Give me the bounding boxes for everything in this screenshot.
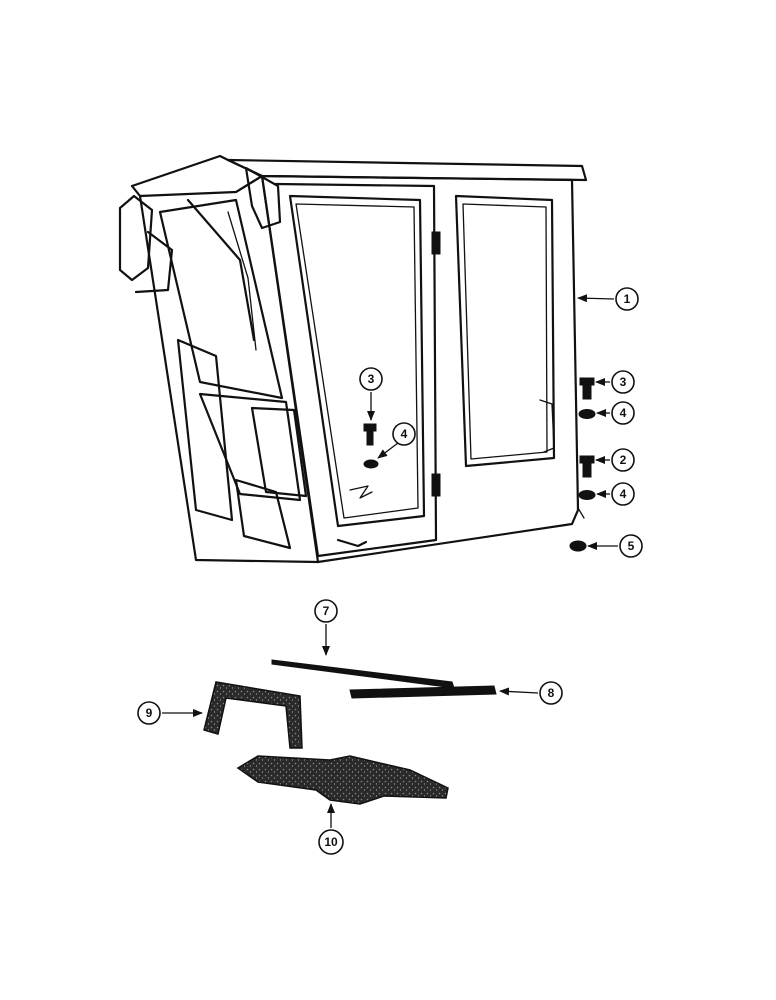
callout-2: 2 xyxy=(611,448,635,472)
bolt-lower xyxy=(579,455,595,478)
door-bolt xyxy=(363,423,377,446)
callout-8-label: 8 xyxy=(548,686,555,700)
callout-2-label: 2 xyxy=(620,453,627,467)
door-handle xyxy=(336,538,368,548)
callout-10: 10 xyxy=(318,829,344,855)
seal-strip-7 xyxy=(271,659,455,689)
seal-9 xyxy=(203,681,303,749)
callout-3-door-label: 3 xyxy=(368,372,375,386)
callout-4-upper-label: 4 xyxy=(620,406,627,420)
wiper-arm xyxy=(186,198,256,342)
callout-4-door: 4 xyxy=(392,422,416,446)
callout-3-side-label: 3 xyxy=(620,375,627,389)
callout-5: 5 xyxy=(619,534,643,558)
seal-strip-8 xyxy=(349,685,497,699)
washer-lower xyxy=(578,490,596,500)
callout-4-lower-label: 4 xyxy=(620,487,627,501)
bolt-upper xyxy=(579,377,595,400)
mirror xyxy=(118,194,174,294)
floor-mat-10 xyxy=(236,755,449,805)
hinge-upper xyxy=(431,231,441,255)
callout-8: 8 xyxy=(539,681,563,705)
door-break-line xyxy=(349,485,373,499)
callout-7-label: 7 xyxy=(323,604,330,618)
wiper-blade xyxy=(227,211,257,351)
callout-4-lower: 4 xyxy=(611,482,635,506)
callout-1: 1 xyxy=(615,287,639,311)
callout-7: 7 xyxy=(314,599,338,623)
callout-3-door: 3 xyxy=(359,367,383,391)
cab-assembly xyxy=(118,154,588,564)
callout-4-door-label: 4 xyxy=(401,427,408,441)
callout-3-side: 3 xyxy=(611,370,635,394)
callout-1-label: 1 xyxy=(624,292,631,306)
nut xyxy=(569,540,587,552)
leader-lines xyxy=(162,294,618,828)
callout-9: 9 xyxy=(137,701,161,725)
callout-4-upper: 4 xyxy=(611,401,635,425)
door-washer xyxy=(363,459,379,469)
hinge-lower xyxy=(431,473,441,497)
washer-upper xyxy=(578,409,596,419)
hardware-stack xyxy=(539,377,596,552)
callout-10-label: 10 xyxy=(324,835,338,849)
panel-break-line xyxy=(539,399,555,453)
callout-9-label: 9 xyxy=(146,706,153,720)
callout-5-label: 5 xyxy=(628,539,635,553)
